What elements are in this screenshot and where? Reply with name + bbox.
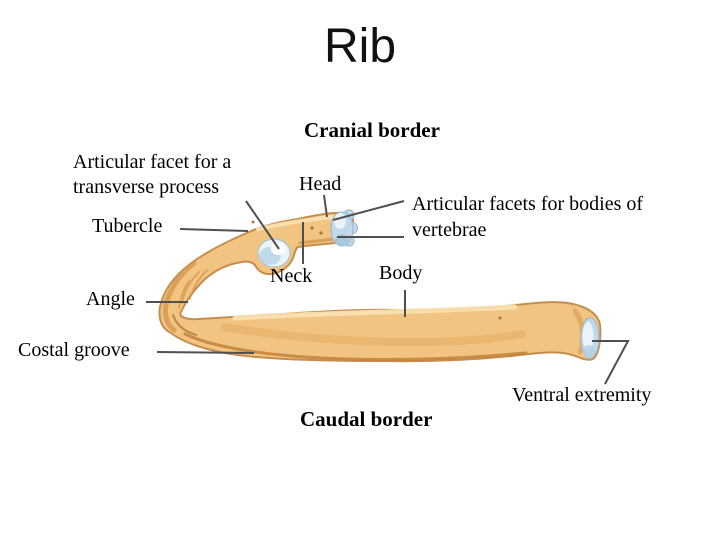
foramen-dot (319, 231, 323, 235)
angle-fold-crease (172, 314, 197, 336)
leader-costal-groove (156, 351, 255, 354)
page-title: Rib (323, 20, 397, 73)
foramen-dot (251, 220, 255, 224)
body-top-highlight (232, 304, 518, 321)
ventral-cap-inner (582, 322, 594, 350)
label-body: Body (379, 262, 423, 284)
label-head: Head (299, 173, 342, 195)
leader-lines (146, 194, 630, 385)
head-facet-shade (335, 234, 349, 246)
label-ventral-extremity: Ventral extremity (512, 384, 652, 406)
leader-transverse-facet (245, 200, 280, 250)
label-costal-groove: Costal groove (18, 339, 130, 361)
body-mid-shadow (221, 323, 526, 347)
label-neck: Neck (270, 265, 313, 287)
foramen-dot (498, 316, 502, 320)
ventral-cap-tip-shade (583, 345, 595, 359)
foramina-dots (251, 220, 502, 320)
leader-head (323, 194, 328, 218)
label-caudal-border: Caudal border (300, 407, 433, 431)
angle-striation-1 (181, 271, 200, 304)
angle-striation-2 (189, 269, 208, 300)
label-cranial-border: Cranial border (304, 118, 440, 142)
label-articular-facets-bodies: Articular facets for bodies of vertebrae (412, 193, 644, 241)
outer-curve-shadow (162, 260, 197, 333)
foramen-dot (310, 226, 314, 230)
label-tubercle: Tubercle (92, 215, 163, 237)
leader-ventral-extremity (592, 340, 630, 385)
leader-facets-bodies-upper (332, 200, 405, 221)
angle-striation-3 (178, 280, 190, 309)
leader-tubercle (179, 228, 249, 232)
costal-groove-line (183, 332, 528, 362)
head-facet-highlight (334, 213, 346, 229)
ventral-extremity-cap (580, 317, 600, 359)
label-articular-facet-transverse: Articular facet for a transverse process (73, 151, 232, 198)
label-angle: Angle (86, 288, 135, 310)
